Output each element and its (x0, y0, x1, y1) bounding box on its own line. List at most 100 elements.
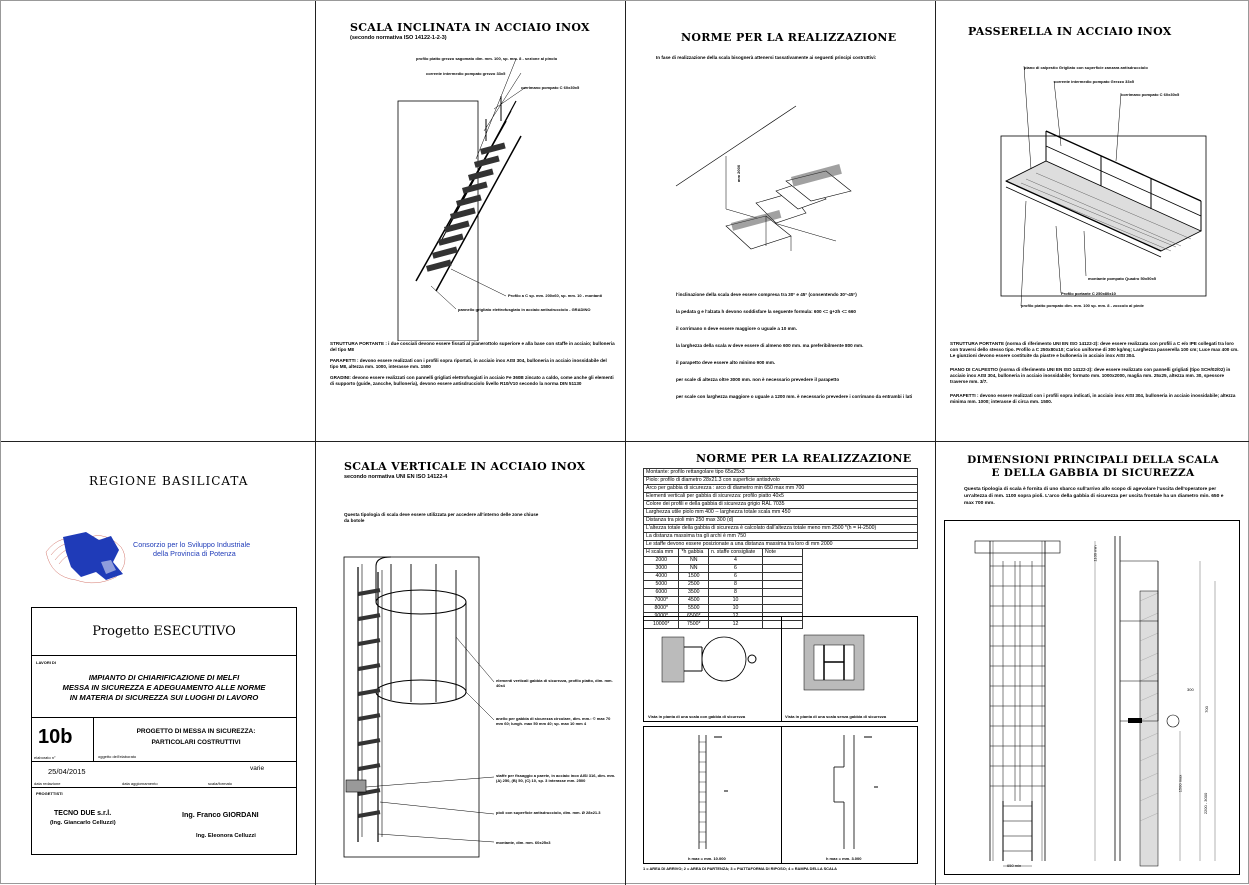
table-cell: 4 (707, 556, 764, 565)
table-cell: 10 (707, 596, 764, 605)
table-cell: 1500 (678, 572, 709, 581)
dimension-label: 2200 - 3000 (1203, 792, 1209, 815)
paragraph: per scale di altezza oltre 3000 mm. non … (676, 377, 840, 382)
text-block: l'inclinazione della scala deve essere c… (676, 292, 921, 405)
dimension-label: 1500 max (1177, 774, 1183, 793)
intro-text: In fase di realizzazione della scala bis… (656, 55, 877, 60)
plan-view-drawings (661, 634, 865, 691)
sheet-number: 10b (38, 726, 73, 748)
paragraph: per scale con larghezza maggiore o ugual… (676, 394, 913, 399)
paragraph: PARAPETTI : devono essere realizzati con… (950, 393, 1236, 404)
dimension-label: mm 2000 (736, 164, 742, 183)
paragraph: la pedata g e l'alzata h devono soddisfa… (676, 309, 856, 314)
spec-cell: Elementi verticali per gabbia di sicurez… (643, 492, 918, 501)
subject-line: PARTICOLARI COSTRUTTIVI (151, 739, 241, 746)
works-line: IN MATERIA DI SICUREZZA SUI LUOGHI DI LA… (69, 693, 259, 702)
panel-subtitle: (secondo normativa ISO 14122-1-2-3) (350, 35, 447, 41)
sheet-row: 10b elaborato n° PROGETTO DI MESSA IN SI… (32, 718, 296, 762)
spec-cell: Piolo: profilo di diametro 28x21.3 con s… (643, 476, 918, 485)
panel-title: NORME PER LA REALIZZAZIONE (696, 452, 912, 465)
engineer-name: Ing. Eleonora Celluzzi (196, 833, 256, 839)
paragraph: la larghezza della scala w deve essere d… (676, 343, 864, 348)
spec-cell: Arco per gabbia di sicurezza : arco di d… (643, 484, 918, 493)
specs-table: Montante: profilo rettangolare tipo 65x2… (643, 468, 918, 549)
scale-label: scala/formato (208, 781, 233, 786)
designers-row: PROGETTISTI TECNO DUE s.r.l. (Ing. Gianc… (32, 788, 296, 854)
date-row: 25/04/2015 varie data redazione data agg… (32, 762, 296, 788)
intro-text: Questa tipologia di scala è fornita di u… (964, 487, 1224, 506)
spec-row: Arco per gabbia di sicurezza : arco di d… (643, 484, 918, 493)
subject-line: PROGETTO DI MESSA IN SICUREZZA: (136, 728, 256, 735)
table-cell: NN (678, 556, 709, 565)
table-cell: 10000* (642, 620, 680, 629)
callout-label: corrimano pompato C 60x30x5 (521, 85, 580, 90)
panel-vertical-ladder: SCALA VERTICALE IN ACCIAIO INOX secondo … (316, 442, 625, 885)
table-cell: 12 (707, 620, 764, 629)
panel-title: SCALA INCLINATA IN ACCIAIO INOX (350, 21, 590, 34)
table-cell (762, 556, 803, 565)
ladder-cage-elevations (974, 536, 1216, 867)
phase-row: Progetto ESECUTIVO (32, 608, 296, 656)
divider (781, 617, 782, 721)
elevation-label: h max = mm. 10.000 (688, 856, 726, 861)
specs-table-wrap: Montante: profilo rettangolare tipo 65x2… (642, 468, 918, 629)
callout-label: staffe per fissaggio a parete, in acciai… (496, 773, 616, 783)
grid-divider (935, 1, 936, 885)
table-cell: 5500 (678, 604, 709, 613)
subject-label: oggetto dell'elaborato (98, 754, 137, 759)
basilicata-map-icon (45, 532, 126, 584)
firm-person: (Ing. Giancarlo Celluzzi) (50, 820, 116, 826)
walkway-drawing (1000, 65, 1207, 307)
spec-cell: La distanza massima tra gli archi è mm 7… (643, 532, 918, 541)
table-cell (762, 604, 803, 613)
text-block: STRUTTURA PORTANTE (norma di riferimento… (950, 341, 1240, 410)
paragraph: STRUTTURA PORTANTE : i due cosciali devo… (330, 341, 615, 352)
table-header: n. staffe consigliate (707, 548, 764, 557)
table-cell: 8 (707, 588, 764, 597)
dimension-drawing-frame: 1100 min 650 min 300 700 2200 - 3000 150… (944, 520, 1240, 875)
callout-label: anello per gabbia di sicurezza circolare… (496, 716, 611, 726)
paragraph: PARAPETTI : devono essere realizzati con… (330, 358, 607, 369)
works-line: IMPIANTO DI CHIARIFICAZIONE DI MELFI (88, 673, 240, 682)
subject-text: PROGETTO DI MESSA IN SICUREZZA: PARTICOL… (94, 726, 298, 748)
scale-value: varie (250, 765, 265, 772)
table-row: 10000*7500*12 (642, 620, 803, 629)
panel-title: NORME PER LA REALIZZAZIONE (681, 31, 897, 44)
table-cell (762, 564, 803, 573)
spec-row: Distanza tra pioli min 250 max 300 (d) (643, 516, 918, 525)
plan-views-box: Vista in pianta di una scala con gabbia … (643, 616, 918, 722)
table-header: Note (762, 548, 803, 557)
panel-title-block: REGIONE BASILICATA Consorzio per lo Svil… (1, 442, 315, 885)
works-row: LAVORI DI IMPIANTO DI CHIARIFICAZIONE DI… (32, 656, 296, 718)
spec-row: Le staffe devono essere posizionate a un… (643, 540, 918, 549)
spec-row: Colore dei profili e della gabbia di sic… (643, 500, 918, 509)
elevation-views-box: h max = mm. 10.000 h max = mm. 3.000 (643, 726, 918, 864)
works-title: IMPIANTO DI CHIARIFICAZIONE DI MELFI MES… (32, 673, 296, 703)
spec-cell: L'altezza totale della gabbia di sicurez… (643, 524, 918, 533)
spec-cell: Colore dei profili e della gabbia di sic… (643, 500, 918, 509)
callout-label: profilo piatto grezzo sagomato dim. mm. … (416, 56, 558, 61)
grid-divider (1, 441, 1249, 442)
caption: Vista in pianta di una scala senza gabbi… (785, 714, 887, 719)
table-cell: 10 (707, 604, 764, 613)
paragraph: STRUTTURA PORTANTE (norma di riferimento… (950, 341, 1239, 358)
table-header: *h gabbia (678, 548, 709, 557)
dimension-label: 700 (1203, 706, 1209, 713)
grid-divider (625, 1, 626, 885)
dimension-label: 300 (1187, 687, 1194, 692)
date-label: data redazione (34, 781, 61, 786)
spec-cell: Le staffe devono essere posizionate a un… (643, 540, 918, 549)
callout-label: Profilo portante C 250x80x10 (1061, 291, 1116, 296)
panel-inclined-stair: SCALA INCLINATA IN ACCIAIO INOX (secondo… (316, 1, 625, 441)
table-cell (762, 580, 803, 589)
panel-title: SCALA VERTICALE IN ACCIAIO INOX (344, 460, 586, 473)
table-cell: 5000 (642, 580, 680, 589)
intro-text: Questa tipologia di scala deve essere ut… (344, 512, 539, 523)
title-line: E DELLA GABBIA DI SICUREZZA (991, 467, 1195, 479)
callout-label: corrimano pompato C 60x30x5 (1121, 92, 1180, 97)
engineer-name: Ing. Franco GIORDANI (182, 810, 259, 819)
dimension-label: 1100 min (1092, 545, 1098, 562)
